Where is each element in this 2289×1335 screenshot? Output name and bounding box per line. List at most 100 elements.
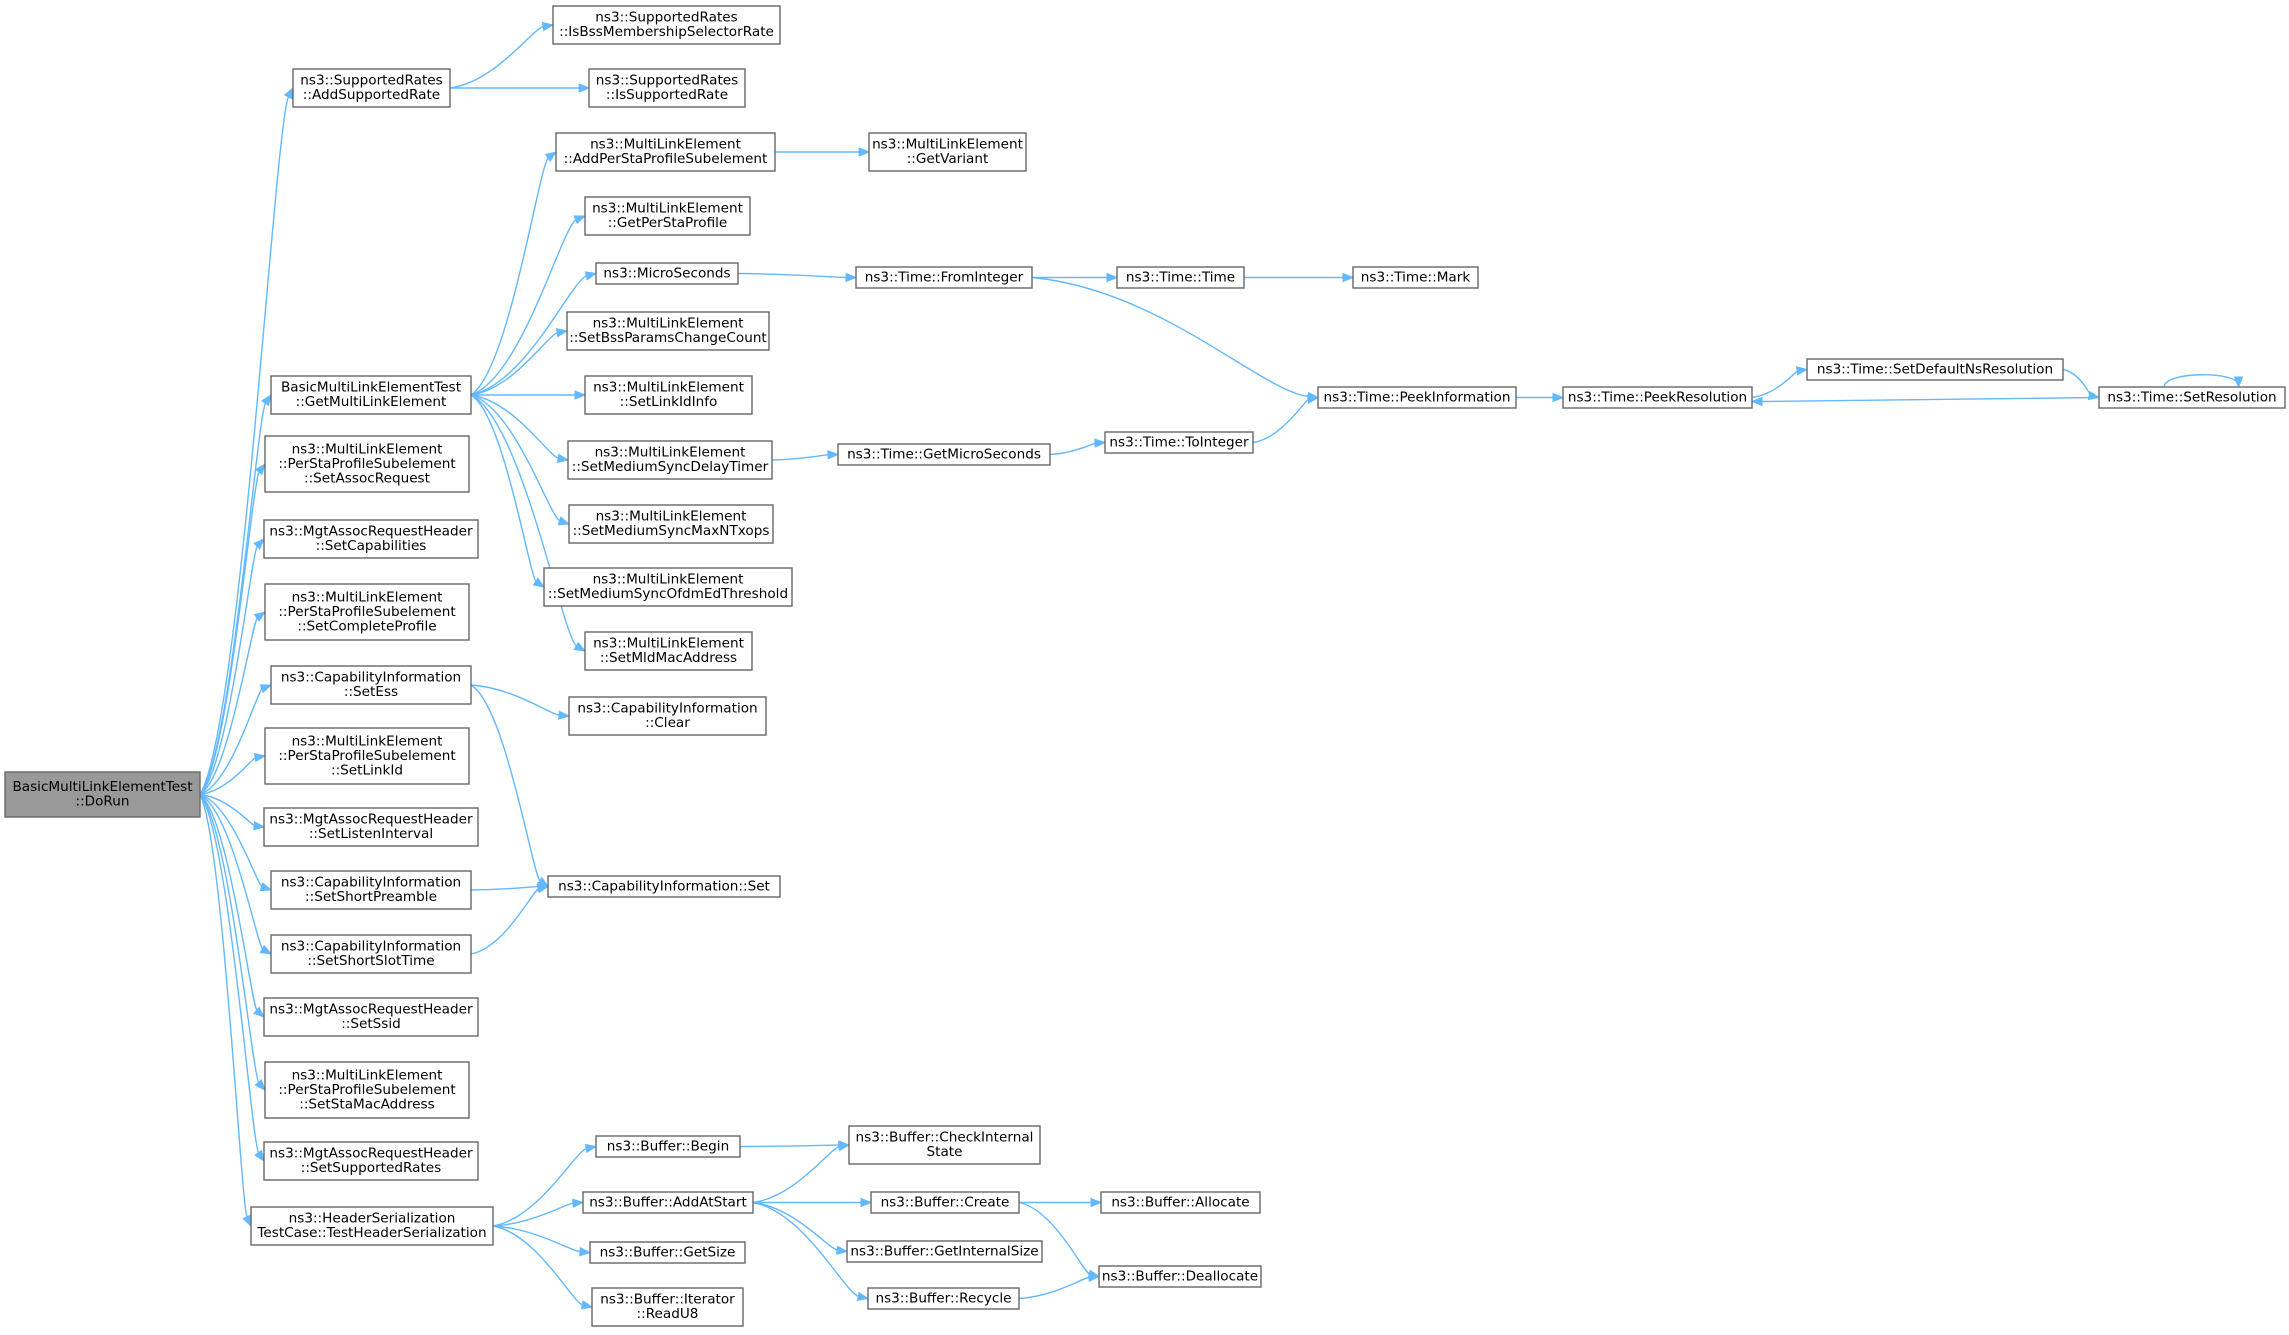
node-addpersta[interactable]: ns3::MultiLinkElement::AddPerStaProfileS… — [555, 132, 776, 172]
edge-arrowhead — [827, 449, 840, 460]
edge-line — [1252, 398, 1310, 444]
node-label-line: ns3::CapabilityInformation::Set — [558, 878, 770, 894]
edge-line — [199, 401, 267, 795]
node-timetime[interactable]: ns3::Time::Time — [1116, 266, 1245, 289]
node-setshortpreamble[interactable]: ns3::CapabilityInformation::SetShortPrea… — [270, 870, 472, 910]
edge-arrowhead — [1094, 438, 1107, 448]
edge-line — [199, 470, 261, 795]
edge-dorun-to-setess — [199, 684, 273, 796]
node-setstamac[interactable]: ns3::MultiLinkElement::PerStaProfileSube… — [264, 1061, 470, 1119]
edge-arrowhead — [858, 147, 871, 157]
node-getmultilink[interactable]: BasicMultiLinkElementTest::GetMultiLinkE… — [270, 375, 472, 415]
node-setlinkid[interactable]: ns3::MultiLinkElement::PerStaProfileSube… — [264, 727, 470, 785]
node-label-line: ns3::MultiLinkElement — [596, 509, 747, 525]
node-setcompleteprofile[interactable]: ns3::MultiLinkElement::PerStaProfileSube… — [264, 583, 470, 641]
node-setresolution[interactable]: ns3::Time::SetResolution — [2098, 386, 2286, 409]
node-setshortslottime[interactable]: ns3::CapabilityInformation::SetShortSlot… — [270, 934, 472, 974]
node-bufcreate[interactable]: ns3::Buffer::Create — [870, 1191, 1020, 1214]
node-setassocrequest[interactable]: ns3::MultiLinkElement::PerStaProfileSube… — [264, 435, 470, 493]
node-setmediumsyncdelay[interactable]: ns3::MultiLinkElement::SetMediumSyncDela… — [567, 440, 773, 480]
node-setlinkidinfo[interactable]: ns3::MultiLinkElement::SetLinkIdInfo — [584, 375, 753, 415]
node-testheader[interactable]: ns3::HeaderSerializationTestCase::TestHe… — [250, 1206, 494, 1246]
node-setmediumsyncofdm[interactable]: ns3::MultiLinkElement::SetMediumSyncOfdm… — [543, 567, 793, 607]
node-getperstaprofile[interactable]: ns3::MultiLinkElement::GetPerStaProfile — [584, 196, 751, 236]
node-bufallocate[interactable]: ns3::Buffer::Allocate — [1100, 1191, 1261, 1214]
node-label-line: ns3::MultiLinkElement — [292, 441, 443, 457]
node-box — [555, 132, 776, 172]
node-timemark[interactable]: ns3::Time::Mark — [1352, 266, 1479, 289]
node-addsupportedrate[interactable]: ns3::SupportedRates::AddSupportedRate — [292, 68, 451, 108]
node-box — [263, 519, 479, 559]
node-box — [4, 771, 201, 818]
edge-getmultilink-to-microseconds — [470, 271, 598, 396]
edge-dorun-to-setlinkid — [199, 752, 267, 796]
node-bufaddatstart[interactable]: ns3::Buffer::AddAtStart — [582, 1191, 754, 1214]
node-box — [1100, 1191, 1261, 1214]
edge-bufaddatstart-to-bufgetinternal — [752, 1201, 849, 1255]
node-capset[interactable]: ns3::CapabilityInformation::Set — [547, 875, 781, 898]
edge-line — [492, 1225, 584, 1306]
node-label-line: ns3::SupportedRates — [300, 73, 443, 89]
edge-line — [470, 885, 540, 891]
node-getvariant[interactable]: ns3::MultiLinkElement::GetVariant — [868, 132, 1027, 172]
node-tointeger[interactable]: ns3::Time::ToInteger — [1104, 431, 1254, 454]
node-peekinformation[interactable]: ns3::Time::PeekInformation — [1317, 386, 1517, 409]
edge-arrowhead — [835, 1245, 849, 1255]
node-label-line: ns3::Buffer::Deallocate — [1102, 1268, 1258, 1284]
node-bufreadu8[interactable]: ns3::Buffer::Iterator::ReadU8 — [591, 1287, 744, 1327]
edge-setess-to-capset — [470, 684, 550, 888]
node-box — [263, 997, 479, 1037]
node-label-line: ::SetSupportedRates — [301, 1160, 441, 1176]
node-setmldmac[interactable]: ns3::MultiLinkElement::SetMldMacAddress — [584, 631, 753, 671]
node-bufbegin[interactable]: ns3::Buffer::Begin — [595, 1135, 741, 1158]
edge-line — [1049, 442, 1097, 456]
node-label-line: ::SetLinkIdInfo — [620, 394, 718, 410]
edge-dorun-to-testheader — [199, 794, 252, 1228]
node-label-line: ns3::MultiLinkElement — [593, 380, 744, 396]
node-bufgetinternal[interactable]: ns3::Buffer::GetInternalSize — [846, 1240, 1043, 1263]
edge-line — [470, 684, 561, 716]
node-setmediumsyncmax[interactable]: ns3::MultiLinkElement::SetMediumSyncMaxN… — [568, 504, 774, 544]
node-dorun[interactable]: BasicMultiLinkElementTest::DoRun — [4, 771, 201, 818]
edge-arrowhead — [584, 271, 598, 281]
edge-line — [2062, 368, 2091, 397]
edge-line — [470, 156, 550, 396]
edge-line — [199, 793, 256, 827]
edge-arrowhead — [2087, 390, 2101, 401]
node-bufdeallocate[interactable]: ns3::Buffer::Deallocate — [1098, 1265, 1262, 1288]
node-label-line: ns3::MultiLinkElement — [292, 589, 443, 605]
node-label-line: ns3::Buffer::GetInternalSize — [850, 1243, 1038, 1259]
node-capclear[interactable]: ns3::CapabilityInformation::Clear — [568, 696, 767, 736]
edge-getmultilink-to-setmldmac — [470, 394, 587, 652]
node-label-line: ns3::MultiLinkElement — [292, 1067, 443, 1083]
node-label-line: TestCase::TestHeaderSerialization — [256, 1225, 486, 1241]
edge-getmultilink-to-setmediumsyncdelay — [470, 394, 570, 463]
node-setlisteninterval[interactable]: ns3::MgtAssocRequestHeader::SetListenInt… — [263, 807, 479, 847]
node-setssid[interactable]: ns3::MgtAssocRequestHeader::SetSsid — [263, 997, 479, 1037]
edge-line — [752, 1201, 860, 1298]
node-issupportedrate[interactable]: ns3::SupportedRates::IsSupportedRate — [588, 68, 746, 108]
node-label-line: ns3::MultiLinkElement — [595, 445, 746, 461]
node-peekresolution[interactable]: ns3::Time::PeekResolution — [1562, 386, 1753, 409]
node-setsupportedrates[interactable]: ns3::MgtAssocRequestHeader::SetSupported… — [263, 1141, 479, 1181]
edge-line — [199, 793, 263, 888]
node-getmicroseconds[interactable]: ns3::Time::GetMicroSeconds — [837, 443, 1051, 466]
node-microseconds[interactable]: ns3::MicroSeconds — [595, 262, 739, 285]
node-bufgetsize[interactable]: ns3::Buffer::GetSize — [589, 1241, 746, 1264]
node-bufrecycle[interactable]: ns3::Buffer::Recycle — [867, 1287, 1020, 1310]
edge-addsupportedrate-to-isbssmembership — [449, 21, 555, 89]
node-label-line: ns3::Time::PeekInformation — [1324, 389, 1511, 405]
node-label-line: ::SetMldMacAddress — [600, 650, 737, 666]
node-setess[interactable]: ns3::CapabilityInformation::SetEss — [270, 665, 472, 705]
edge-line — [771, 453, 830, 461]
edge-arrowhead — [536, 884, 550, 894]
node-setdefaultns[interactable]: ns3::Time::SetDefaultNsResolution — [1806, 358, 2064, 381]
node-setbssparams[interactable]: ns3::MultiLinkElement::SetBssParamsChang… — [566, 311, 770, 351]
node-frominteger[interactable]: ns3::Time::FromInteger — [855, 266, 1033, 289]
node-label-line: ::SetEss — [344, 684, 398, 700]
node-label-line: ns3::Buffer::Allocate — [1111, 1194, 1249, 1210]
node-label-line: ns3::CapabilityInformation — [577, 701, 757, 717]
node-isbssmembership[interactable]: ns3::SupportedRates::IsBssMembershipSele… — [552, 5, 781, 45]
node-setcapabilities[interactable]: ns3::MgtAssocRequestHeader::SetCapabilit… — [263, 519, 479, 559]
